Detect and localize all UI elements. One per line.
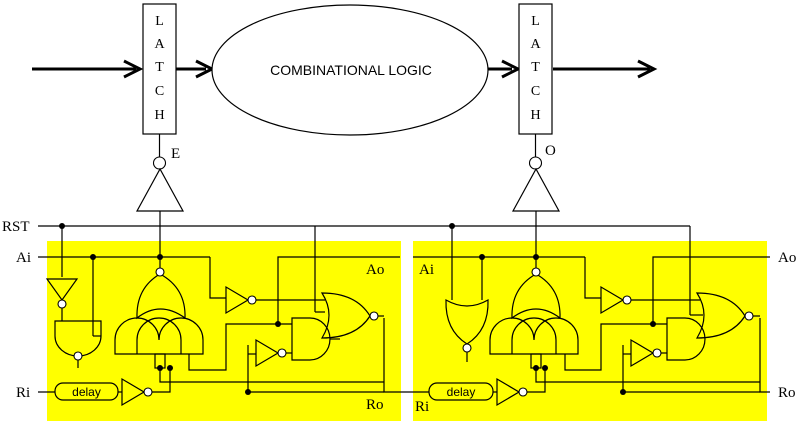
or-gate (695, 292, 746, 339)
or-gate (136, 273, 186, 320)
enable-label-o: O (545, 143, 556, 159)
control-logic-right: delay Ai Ri (415, 262, 760, 415)
datapath: L A T C H COMBINATIONAL LOGIC L A T C H … (32, 3, 658, 212)
and-gate (291, 317, 331, 361)
enable-buffer (511, 167, 561, 212)
delay-label: delay (447, 385, 476, 399)
c-element (489, 317, 579, 355)
signal-ri-inner: Ri (415, 399, 429, 415)
and-gate (666, 317, 706, 361)
enable-label-e: E (171, 146, 180, 162)
delay-label: delay (72, 385, 101, 399)
or-gate (511, 273, 561, 320)
signal-ai-inner: Ai (419, 262, 434, 278)
c-element (114, 317, 204, 355)
latch-letter: T (531, 60, 540, 75)
control-block-left (47, 241, 401, 421)
signal-ro-out: Ro (778, 385, 796, 401)
enable-buffer (135, 167, 185, 212)
latch-letter: H (530, 108, 540, 123)
latch-letter: A (530, 37, 541, 52)
control-logic-left: delay Ao Ro (45, 262, 384, 413)
latch-letter: L (155, 14, 164, 29)
latch-even: L A T C H (142, 3, 177, 135)
latch-letter: L (531, 14, 540, 29)
combinational-logic: COMBINATIONAL LOGIC (211, 4, 489, 136)
signal-ao: Ao (366, 262, 384, 278)
control-block-right (413, 241, 767, 421)
combinational-logic-label: COMBINATIONAL LOGIC (270, 62, 432, 78)
latch-letter: C (531, 84, 540, 99)
latch-odd: L A T C H (518, 3, 553, 135)
signal-ao-out: Ao (778, 250, 796, 266)
signal-rst: RST (2, 219, 30, 235)
latch-letter: C (155, 84, 164, 99)
latch-letter: H (154, 108, 164, 123)
or-gate (445, 298, 489, 345)
signal-ai: Ai (16, 250, 31, 266)
signal-ri: Ri (16, 385, 30, 401)
signal-ro: Ro (366, 397, 384, 413)
latch-letter: T (155, 60, 164, 75)
or-gate (320, 292, 371, 339)
latch-letter: A (154, 37, 165, 52)
